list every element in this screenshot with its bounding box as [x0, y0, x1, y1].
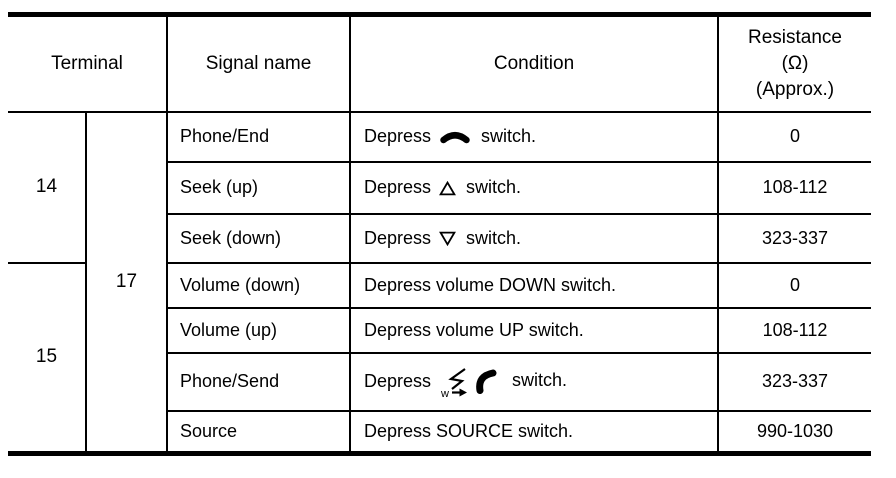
condition-suffix: switch. — [466, 177, 522, 197]
terminal-cell-14: 14 — [8, 110, 87, 264]
resistance-cell: 323-337 — [717, 351, 871, 412]
condition-suffix: switch. — [481, 126, 537, 146]
header-resistance-line3: (Approx.) — [755, 78, 835, 100]
header-resistance: Resistance (Ω) (Approx.) — [717, 13, 871, 113]
condition-prefix: Depress — [364, 370, 432, 391]
signal-name-cell: Seek (up) — [166, 160, 351, 215]
header-resistance-line2: (Ω) — [781, 52, 809, 74]
phone-end-icon — [440, 132, 470, 144]
condition-cell: Depress switch. — [349, 160, 719, 215]
header-condition: Condition — [349, 13, 719, 113]
signal-name-cell: Phone/Send — [166, 351, 351, 412]
table-row: Seek (down) Depress switch. 323-337 — [8, 212, 871, 264]
signal-name-cell: Source — [166, 409, 351, 455]
terminal-cell-17: 17 — [85, 110, 168, 455]
seek-down-icon — [439, 231, 457, 247]
phone-send-icon-holder — [474, 369, 498, 394]
table-header-row: Terminal Signal name Condition Resistanc… — [8, 13, 871, 113]
svg-text:w: w — [441, 388, 449, 398]
resistance-cell: 108-112 — [717, 160, 871, 215]
terminal-cell-15: 15 — [8, 261, 87, 455]
header-resistance-line1: Resistance — [748, 26, 842, 48]
signal-name-cell: Seek (down) — [166, 212, 351, 264]
signal-name-cell: Phone/End — [166, 110, 351, 163]
table-row: Volume (up) Depress volume UP switch. 108-… — [8, 306, 871, 354]
condition-suffix: switch. — [466, 227, 522, 248]
signal-name-cell: Volume (up) — [166, 306, 351, 354]
resistance-table-container: Terminal Signal name Condition Resistanc… — [8, 12, 871, 456]
voice-command-icon: w — [441, 367, 468, 398]
resistance-cell: 0 — [717, 110, 871, 163]
resistance-cell: 108-112 — [717, 306, 871, 354]
condition-text: Depress volume UP switch. — [364, 319, 584, 340]
resistance-cell: 0 — [717, 261, 871, 309]
voice-command-icon-holder: w — [441, 367, 468, 398]
condition-cell: Depress volume DOWN switch. — [349, 261, 719, 309]
table-row: Source Depress SOURCE switch. 990-1030 — [8, 409, 871, 455]
resistance-table: Terminal Signal name Condition Resistanc… — [8, 12, 871, 456]
resistance-cell: 990-1030 — [717, 409, 871, 455]
condition-cell: Depress SOURCE switch. — [349, 409, 719, 455]
header-terminal: Terminal — [8, 13, 168, 113]
signal-name-cell: Volume (down) — [166, 261, 351, 309]
header-signal-name: Signal name — [166, 13, 351, 113]
condition-cell: Depress volume UP switch. — [349, 306, 719, 354]
condition-suffix: switch. — [512, 370, 568, 391]
seek-up-icon — [439, 180, 457, 196]
condition-prefix: Depress — [364, 227, 432, 248]
resistance-cell: 323-337 — [717, 212, 871, 264]
phone-end-icon-holder — [439, 126, 471, 146]
seek-down-icon-holder — [439, 228, 457, 248]
table-row: Seek (up) Depress switch. 108-112 — [8, 160, 871, 215]
condition-cell: Depress switch. — [349, 110, 719, 163]
condition-text: Depress SOURCE switch. — [364, 420, 574, 441]
condition-prefix: Depress — [364, 126, 432, 146]
table-row: 15 Volume (down) Depress volume DOWN switc… — [8, 261, 871, 455]
phone-send-icon — [476, 369, 497, 394]
condition-prefix: Depress — [364, 177, 432, 197]
table-row: Phone/Send Depress w switch. 323-337 — [8, 351, 871, 412]
condition-cell: Depress switch. — [349, 212, 719, 264]
seek-up-icon-holder — [439, 177, 457, 197]
condition-cell: Depress w switch. — [349, 351, 719, 412]
condition-text: Depress volume DOWN switch. — [364, 274, 617, 295]
